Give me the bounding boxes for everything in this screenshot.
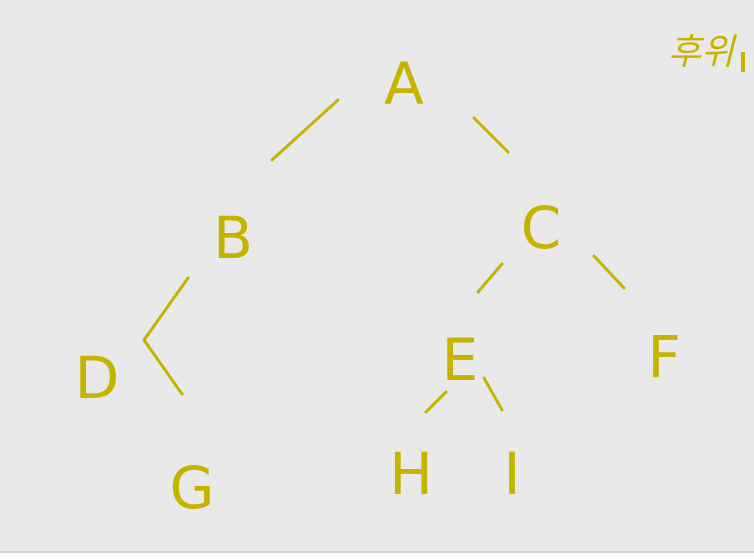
tree-edge-a-c [472, 116, 510, 154]
tree-edge-stroke [476, 262, 504, 294]
tree-edges [142, 98, 626, 414]
tree-edge-e-h [424, 390, 448, 414]
tree-node-f: F [647, 323, 680, 391]
tree-node-d: D [75, 344, 120, 412]
tree-node-c: C [521, 194, 562, 262]
tree-node-h: H [389, 440, 433, 508]
tree-node-g: G [170, 454, 215, 522]
tree-edge-stroke [472, 116, 510, 154]
tree-edge-stroke [592, 254, 626, 290]
tree-edge-stroke [142, 276, 190, 342]
tree-edge-a-b [270, 98, 340, 162]
tree-edge-stroke [142, 338, 184, 396]
tree-node-i: I [503, 440, 520, 508]
tree-edge-stroke [424, 390, 448, 414]
tree-nodes: A B C D E F G H I [75, 50, 681, 522]
tree-edge-stroke [270, 98, 340, 162]
whiteboard-right-edge-mark [741, 52, 745, 72]
tree-edge-c-f [592, 254, 626, 290]
tree-edge-b-d [142, 276, 190, 396]
tree-edge-stroke [482, 376, 504, 412]
tree-edge-e-i [482, 376, 504, 412]
tree-edge-c-e [476, 262, 504, 294]
corner-note: 후위 [668, 32, 737, 73]
tree-node-a: A [384, 50, 424, 118]
tree-node-b: B [213, 204, 253, 272]
tree-node-e: E [442, 326, 479, 394]
